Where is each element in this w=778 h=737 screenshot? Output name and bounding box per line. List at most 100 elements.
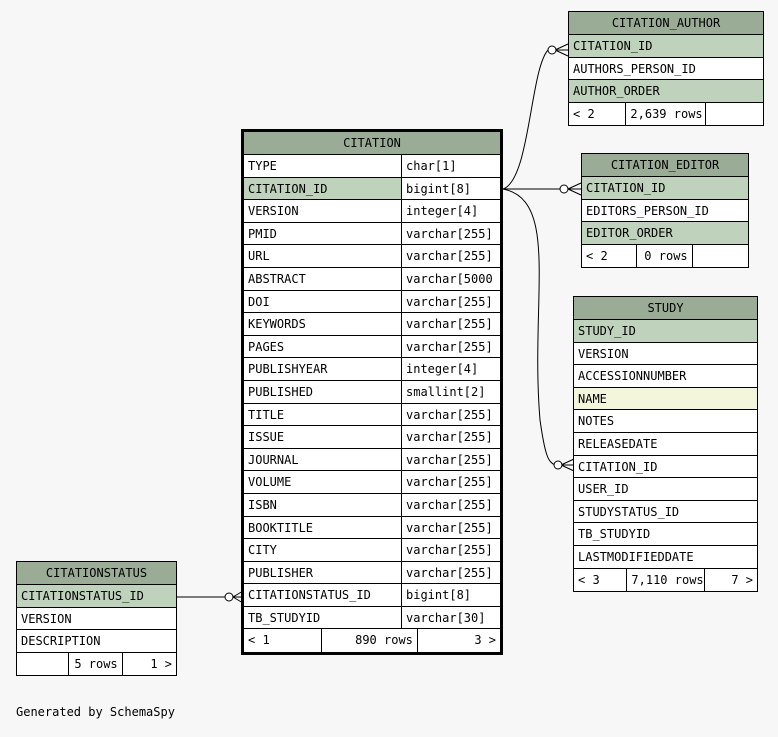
column-row[interactable]: LASTMODIFIEDDATE — [574, 546, 757, 569]
footer-rows: 0 rows — [637, 244, 693, 268]
column-name: TB_STUDYID — [578, 527, 651, 542]
column-row[interactable]: ISSUE varchar[255] — [244, 426, 500, 449]
column-type: bigint[8] — [406, 181, 472, 196]
column-row[interactable]: CITATIONSTATUS_ID — [17, 585, 176, 608]
column-row[interactable]: STUDY_ID — [574, 320, 757, 343]
column-row[interactable]: AUTHOR_ORDER — [569, 80, 763, 103]
column-row[interactable]: AUTHORS_PERSON_ID — [569, 58, 763, 81]
column-row[interactable]: CITATION_ID — [569, 35, 763, 58]
table-citationstatus[interactable]: CITATIONSTATUS CITATIONSTATUS_ID VERSION D… — [16, 561, 177, 677]
column-name: CITATION_ID — [578, 459, 658, 474]
column-type: varchar[255] — [406, 565, 493, 580]
footer-rows: 2,639 rows — [626, 102, 706, 126]
generated-by-footer: Generated by SchemaSpy — [16, 705, 175, 719]
column-row[interactable]: TB_STUDYID — [574, 523, 757, 546]
footer-parents[interactable]: < 3 — [574, 568, 628, 592]
column-row[interactable]: BOOKTITLE varchar[255] — [244, 516, 500, 540]
column-type: varchar[255] — [406, 430, 493, 445]
table-title: STUDY — [574, 297, 757, 320]
column-name: ISSUE — [244, 426, 402, 448]
footer-rows: 5 rows — [69, 652, 123, 676]
footer-parents[interactable]: < 1 — [244, 629, 323, 653]
column-type: varchar[30] — [406, 610, 486, 625]
column-name: PMID — [244, 222, 402, 245]
column-name: TYPE — [244, 155, 402, 177]
column-row[interactable]: CITATION_ID bigint[8] — [244, 177, 500, 201]
column-row[interactable]: PUBLISHER varchar[255] — [244, 561, 500, 585]
column-row[interactable]: ACCESSIONNUMBER — [574, 365, 757, 388]
table-title: CITATIONSTATUS — [17, 562, 176, 585]
footer-children[interactable]: 1 > — [150, 656, 173, 671]
column-row[interactable]: USER_ID — [574, 478, 757, 501]
column-row[interactable]: NOTES — [574, 410, 757, 433]
column-row[interactable]: TYPE char[1] — [244, 155, 500, 178]
column-row[interactable]: TB_STUDYID varchar[30] — [244, 606, 500, 630]
column-row[interactable]: DESCRIPTION — [17, 630, 176, 653]
column-name: PUBLISHER — [244, 561, 402, 584]
column-name: KEYWORDS — [244, 313, 402, 335]
column-type: smallint[2] — [406, 384, 486, 399]
column-name: CITATION_ID — [244, 177, 402, 200]
footer-children[interactable] — [693, 245, 748, 268]
footer-children[interactable] — [706, 103, 763, 126]
table-title: CITATION_EDITOR — [582, 154, 748, 177]
column-name: AUTHOR_ORDER — [569, 80, 763, 102]
column-name: RELEASEDATE — [578, 436, 658, 451]
column-row[interactable]: NAME — [574, 387, 757, 411]
footer-parents[interactable]: < 2 — [582, 244, 638, 268]
column-name: BOOKTITLE — [244, 516, 402, 539]
column-type: varchar[255] — [406, 249, 493, 264]
column-row[interactable]: STUDYSTATUS_ID — [574, 501, 757, 524]
column-type: varchar[255] — [406, 520, 493, 535]
rel-citation-author-crow — [554, 43, 569, 57]
column-row[interactable]: CITATION_ID — [582, 177, 748, 200]
column-name: NOTES — [578, 414, 615, 429]
column-type: varchar[5000 — [406, 271, 493, 286]
footer-children[interactable]: 3 > — [474, 633, 496, 648]
column-type: integer[4] — [406, 362, 479, 377]
column-name: URL — [244, 245, 402, 267]
column-name: DOI — [244, 290, 402, 313]
column-row[interactable]: VERSION — [17, 608, 176, 631]
footer-children[interactable]: 7 > — [731, 572, 754, 587]
column-name: AUTHORS_PERSON_ID — [573, 61, 696, 76]
column-type: varchar[255] — [406, 452, 493, 467]
column-row[interactable]: VERSION — [574, 343, 757, 366]
footer-rows: 890 rows — [322, 629, 418, 653]
footer-parents[interactable] — [17, 652, 70, 676]
column-type: bigint[8] — [406, 588, 472, 603]
column-row[interactable]: EDITOR_ORDER — [582, 222, 748, 245]
rel-citation-study — [502, 188, 556, 466]
column-name: TB_STUDYID — [244, 606, 402, 629]
column-type: char[1] — [406, 159, 457, 173]
column-row[interactable]: EDITORS_PERSON_ID — [582, 200, 748, 223]
column-row[interactable]: URL varchar[255] — [244, 245, 500, 268]
column-row[interactable]: RELEASEDATE — [574, 433, 757, 456]
column-name: USER_ID — [578, 482, 629, 497]
column-name: VERSION — [21, 611, 72, 626]
column-name: ABSTRACT — [244, 267, 402, 290]
column-row[interactable]: ABSTRACT varchar[5000 — [244, 267, 500, 291]
column-name: CITATION_ID — [582, 177, 748, 199]
column-row[interactable]: CITATION_ID — [574, 456, 757, 479]
footer-parents[interactable]: < 2 — [569, 102, 627, 126]
